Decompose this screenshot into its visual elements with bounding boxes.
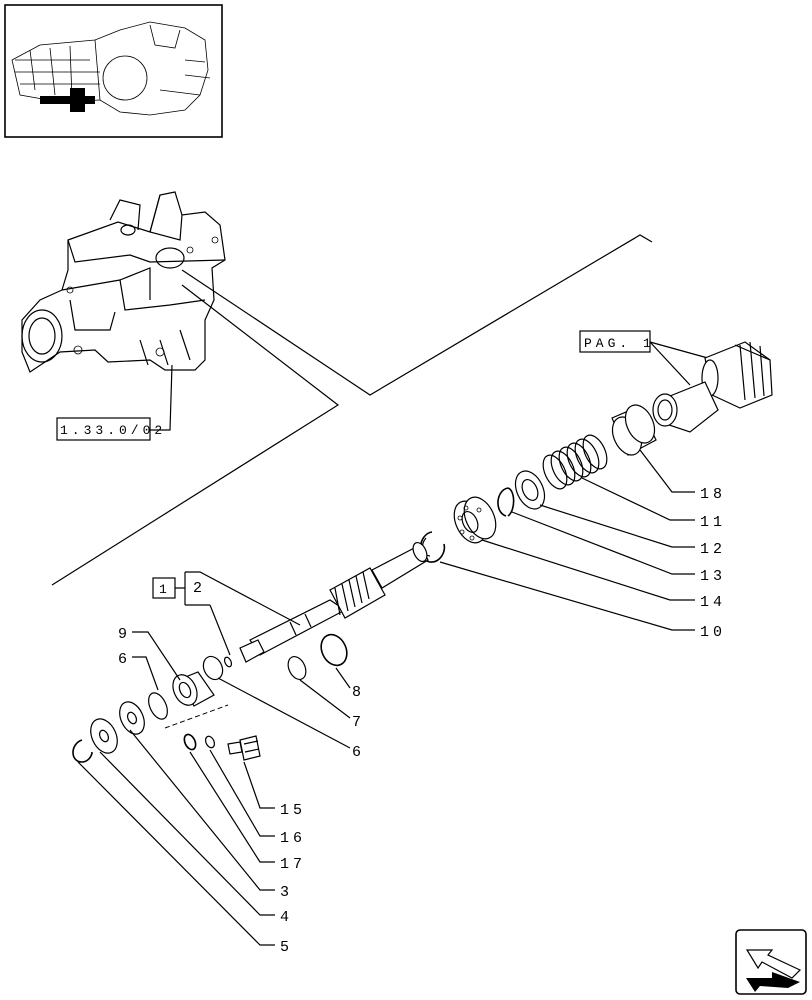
callout-6-left: 6 [118,651,131,668]
part-9-bushing [172,671,215,707]
group-reference-box[interactable]: 1.33.0/02 [56,417,166,441]
alignment-dash [164,704,229,729]
page-reference-box[interactable]: PAG. 1 [579,330,655,353]
part-6-oring-lower [148,692,168,720]
callout-12: 12 [700,541,726,558]
callout-9: 9 [118,626,131,643]
leader-2 [209,604,231,656]
callout-14: 14 [700,594,726,611]
part-7-oring [287,656,307,680]
callout-7: 7 [352,714,365,731]
group-reference-label: 1.33.0/02 [60,423,166,438]
group-ref-leader [150,364,173,431]
page-reference-label: PAG. 1 [584,336,655,351]
callout-13: 13 [700,568,726,585]
section-lines [51,234,653,586]
callout-18: 18 [700,486,726,503]
coupling-sleeve [652,381,719,433]
assembly-reference-label: 1 [159,582,171,597]
callout-6-right: 6 [352,744,365,761]
part-14-bearing [453,496,497,544]
page-ref-leader [649,341,716,386]
callout-11: 11 [700,514,726,531]
callout-17: 17 [280,856,306,873]
callout-16: 16 [280,830,306,847]
assembly-bracket [175,571,301,626]
callout-15: 15 [280,802,306,819]
next-page-arrow-icon[interactable] [735,929,807,995]
callout-2: 2 [193,580,206,597]
thumbnail-frame [4,4,223,138]
part-13-circlip [497,487,515,517]
part-12-washer [514,470,546,510]
part-5-circlip [72,739,93,763]
part-15-fitting [227,735,261,761]
part-4-washer [119,701,145,735]
callouts: 18 11 12 13 14 10 2 9 6 8 7 6 15 16 17 3… [118,486,726,956]
thumbnail-housing-sketch [11,21,211,116]
part-6-oring-upper [202,655,224,681]
callout-4: 4 [280,909,293,926]
part-11-spring [542,434,608,490]
part-17-oring [183,733,197,751]
part-16-oring [204,735,216,749]
transmission-housing [21,191,226,373]
leader-lines [77,449,695,946]
callout-3: 3 [280,884,293,901]
part-3-washer [90,718,118,754]
part-2-gear-shaft [239,541,429,663]
shaft-pin [223,656,233,668]
assembly-reference-box[interactable]: 1 [152,577,176,599]
callout-8: 8 [352,684,365,701]
part-18-bushing [611,404,657,456]
callout-5: 5 [280,939,293,956]
callout-10: 10 [700,624,726,641]
part-8-oring [320,633,348,667]
